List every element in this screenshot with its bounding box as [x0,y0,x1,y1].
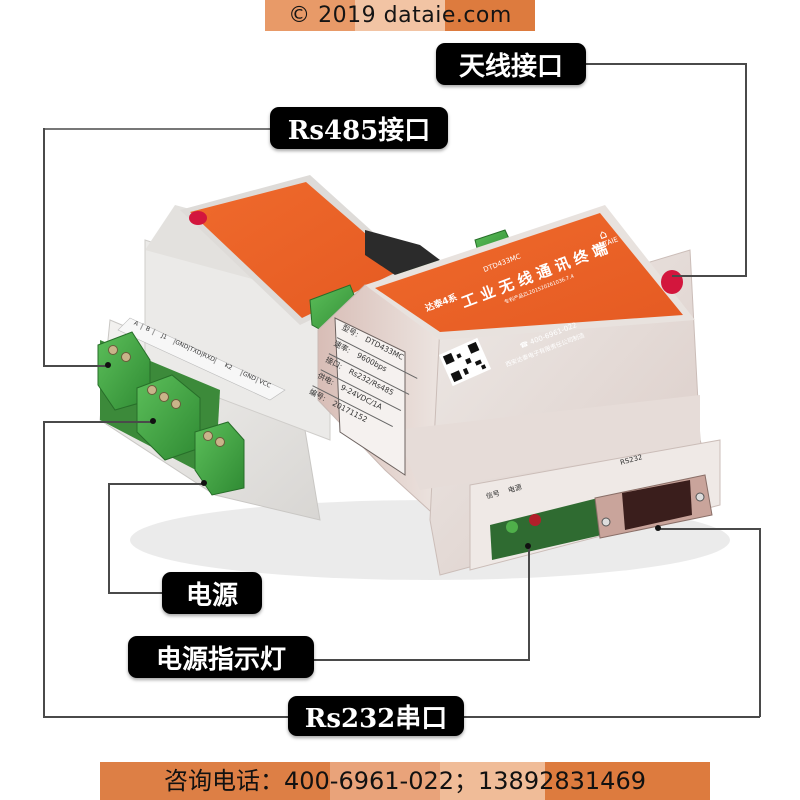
watermark-text: © 2019 dataie.com [288,3,512,28]
rs232-leader-line [43,716,293,718]
callout-power-indicator: 电源指示灯 [128,636,314,678]
contact-phone-text: 咨询电话：400-6961-022；13892831469 [164,767,646,795]
power-leader-line [108,483,204,485]
power-leader-line [108,592,163,594]
rs485-anchor-dot [105,362,111,368]
indicator-leader-line [528,546,530,661]
watermark-segment [445,0,535,31]
banner-segment [545,762,710,800]
rs232-leader-line [43,421,45,717]
banner-segment [330,762,440,800]
rs485-leader-line [43,128,45,366]
callout-rs232: Rs232串口 [288,696,464,736]
power-leader-line [108,483,110,593]
watermark-segment [265,0,355,31]
rs232-db9-anchor-dot [655,525,661,531]
device-series: 达泰4系 [424,292,459,315]
callout-rs485: Rs485接口 [270,107,448,149]
indicator-leader-line [312,659,529,661]
callout-power: 电源 [162,572,262,614]
antenna-leader-line [585,63,747,65]
rs485-leader-line [43,365,108,367]
rs232-leader-line [43,421,153,423]
banner-segment [440,762,545,800]
rs232-db9-leader-line [658,528,760,530]
power-anchor-dot [201,480,207,486]
callout-antenna: 天线接口 [436,43,586,85]
watermark-banner [265,0,535,31]
rs232-db9-leader-line [462,716,760,718]
antenna-leader-line [745,63,747,276]
contact-banner [100,762,710,800]
rs485-leader-line [43,128,273,130]
rs232-db9-leader-line [759,528,761,717]
terminal-block-power [194,421,245,496]
antenna-leader-line [672,275,747,277]
watermark-segment [355,0,445,31]
banner-segment [100,762,330,800]
front-device [317,205,721,576]
rs232-anchor-dot [150,418,156,424]
indicator-anchor-dot [525,543,531,549]
